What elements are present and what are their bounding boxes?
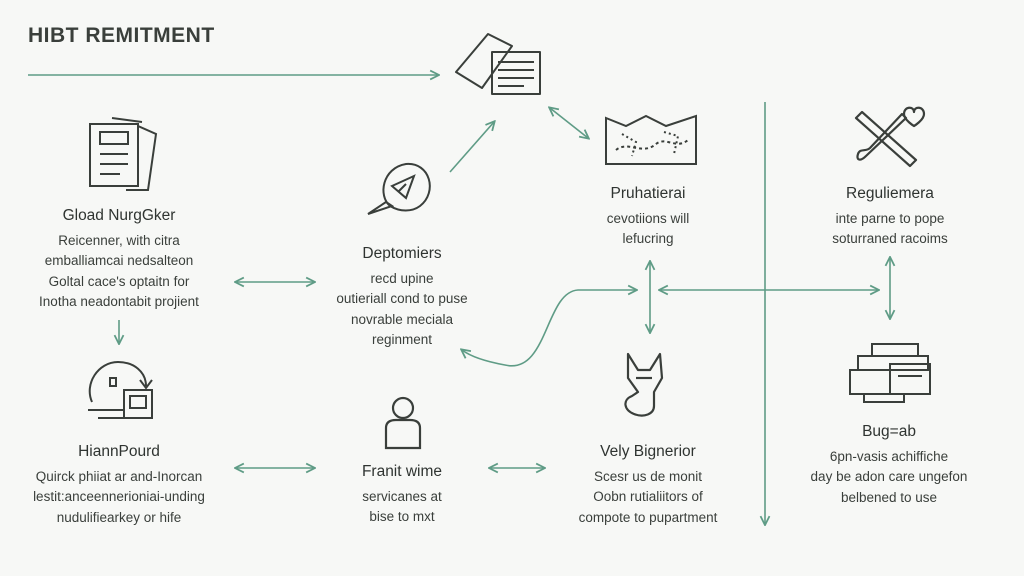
person-icon [384,396,422,450]
node-franit: Franit wime servicanes at bise to mxt [322,462,482,528]
curved-arrow [462,290,636,367]
node-text-line: nudulifiearkey or hife [56,509,182,525]
node-text-line: lestit:anceennerioniai-unding [33,489,205,504]
stacked-blocks-icon [849,343,931,403]
node-text-line: reginment [371,332,433,347]
node-title: Pruhatierai [610,185,686,202]
node-text-line: bise to mxt [369,509,435,524]
node-bugstab: Bug=ab 6pn-vasis achiffiche day be adon … [786,422,992,508]
node-text-line: Goltal cace's optaitn for [48,273,190,289]
node-vely: Vely Bignerior Scesr us de monit Oobn ru… [548,442,748,528]
node-reguliemera: Reguliemera inte parne to pope soturrane… [796,184,984,250]
node-text-line: novrable meciala [350,311,454,327]
fox-head-icon [624,352,664,417]
node-text-line: belbened to use [840,489,938,505]
node-text-line: recd upine [370,270,434,286]
map-panel-icon [605,114,697,165]
node-text-line: lefucring [622,231,674,246]
node-text-line: Inotha neadontabit projient [39,294,199,309]
node-text-line: Scesr us de monit [593,468,703,484]
node-text-line: Quirck phiiat ar and-Inorcan [35,468,203,484]
node-title: Franit wime [361,463,443,480]
node-text-line: Oobn rutialiitors of [593,489,703,504]
node-title: Reguliemera [846,185,934,202]
node-text-line: cevotiions will [606,210,690,226]
node-text-line: Reicenner, with citra [58,232,180,248]
node-title: Bug=ab [862,423,916,440]
node-text-line: day be adon care ungefon [810,469,968,484]
doc-to-map-arrow [550,108,588,138]
node-text-line: inte parne to pope [835,210,945,226]
node-deptomiers: Deptomiers recd upine outieriall cond to… [302,244,502,351]
node-global: Gload NurgGker Reicenner, with citra emb… [14,206,224,313]
node-title: Vely Bignerior [600,443,696,460]
node-title: Deptomiers [362,245,442,262]
node-text-line: outieriall cond to puse [336,291,468,306]
node-text-line: 6pn-vasis achiffiche [829,448,949,464]
page-title: HIBT REMITMENT [28,24,215,47]
rocket-badge-icon [367,162,431,215]
circular-refresh-icon [88,360,153,419]
document-stack-icon [89,117,158,191]
node-pruhatierai: Pruhatierai cevotiions will lefucring [558,184,738,250]
deptomiers-to-doc-arrow [449,122,494,173]
node-title: HiannPourd [78,443,160,460]
node-title: Gload NurgGker [62,207,176,224]
node-text-line: soturraned racoims [832,231,948,246]
node-text-line: servicanes at [362,488,442,504]
node-text-line: emballiamcai nedsalteon [44,253,194,268]
crossed-tools-heart-icon [854,106,926,168]
document-stack-icon [455,33,541,95]
node-hiannpourd: HiannPourd Quirck phiiat ar and-Inorcan … [6,442,232,528]
node-text-line: compote to pupartment [578,509,718,525]
